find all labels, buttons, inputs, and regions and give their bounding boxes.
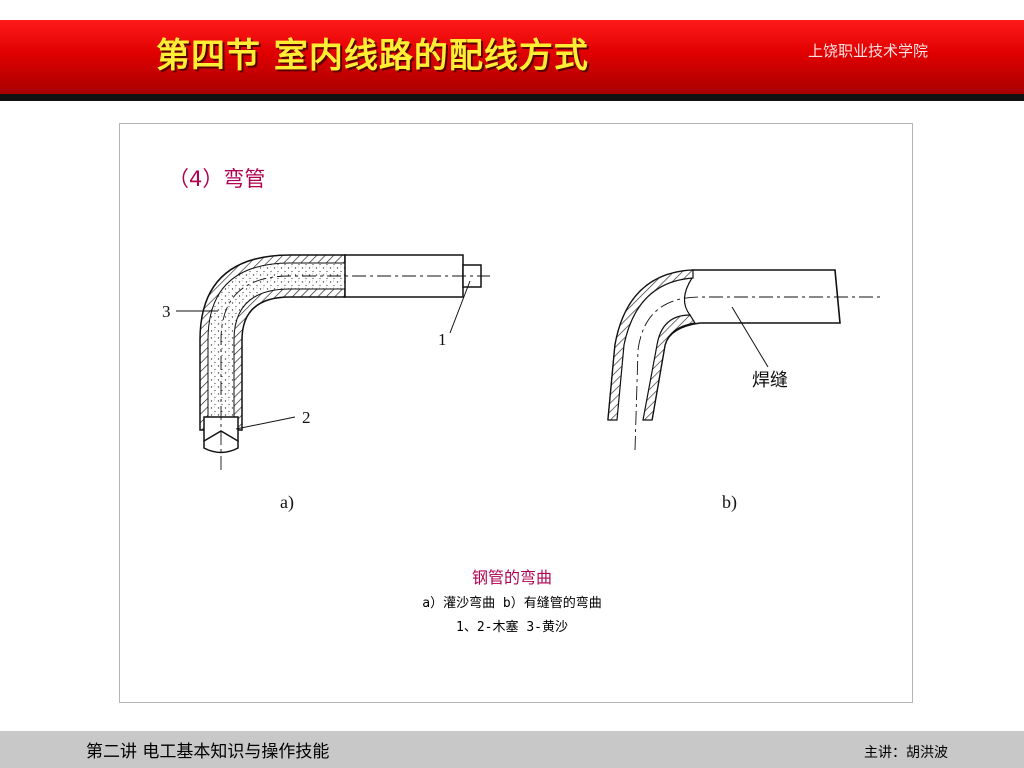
section-heading: （4）弯管 [168, 167, 266, 191]
callout-2: 2 [302, 408, 311, 427]
pipe-a-sand-core [207, 262, 346, 431]
leader-1 [449, 280, 471, 334]
page-title: 第四节 室内线路的配线方式 [156, 36, 589, 76]
sub-label-a: a) [280, 492, 294, 513]
caption-line-1: a）灌沙弯曲 b）有缝管的弯曲 [422, 596, 602, 611]
figure-b: 焊缝 b) [607, 269, 880, 513]
header-divider [0, 94, 1024, 101]
pipe-a-centerline [220, 275, 490, 470]
leader-2 [235, 416, 296, 430]
footer-bar [0, 731, 1024, 768]
sub-label-b: b) [722, 492, 737, 513]
pipe-b-left-wall [607, 269, 694, 421]
callout-1: 1 [438, 330, 447, 349]
pipe-b-inner-seam [683, 277, 693, 316]
figure-a: 3 1 2 a) [162, 254, 490, 513]
weld-seam-label: 焊缝 [752, 370, 788, 390]
header-bar [0, 20, 1024, 94]
leader-weld [731, 306, 769, 368]
caption-line-2: 1、2-木塞 3-黄沙 [456, 620, 568, 635]
lecture-title: 第二讲 电工基本知识与操作技能 [86, 742, 330, 762]
content-frame [119, 123, 913, 703]
callout-3: 3 [162, 302, 171, 321]
pipe-bending-figure: 3 1 2 a) 焊缝 b) [162, 254, 880, 513]
pipe-b-right-wall [642, 314, 696, 421]
caption-title: 钢管的弯曲 [471, 568, 552, 587]
lecturer-name: 主讲：胡洪波 [864, 745, 948, 761]
pipe-b-centerline [634, 296, 880, 451]
school-name: 上饶职业技术学院 [808, 42, 929, 60]
